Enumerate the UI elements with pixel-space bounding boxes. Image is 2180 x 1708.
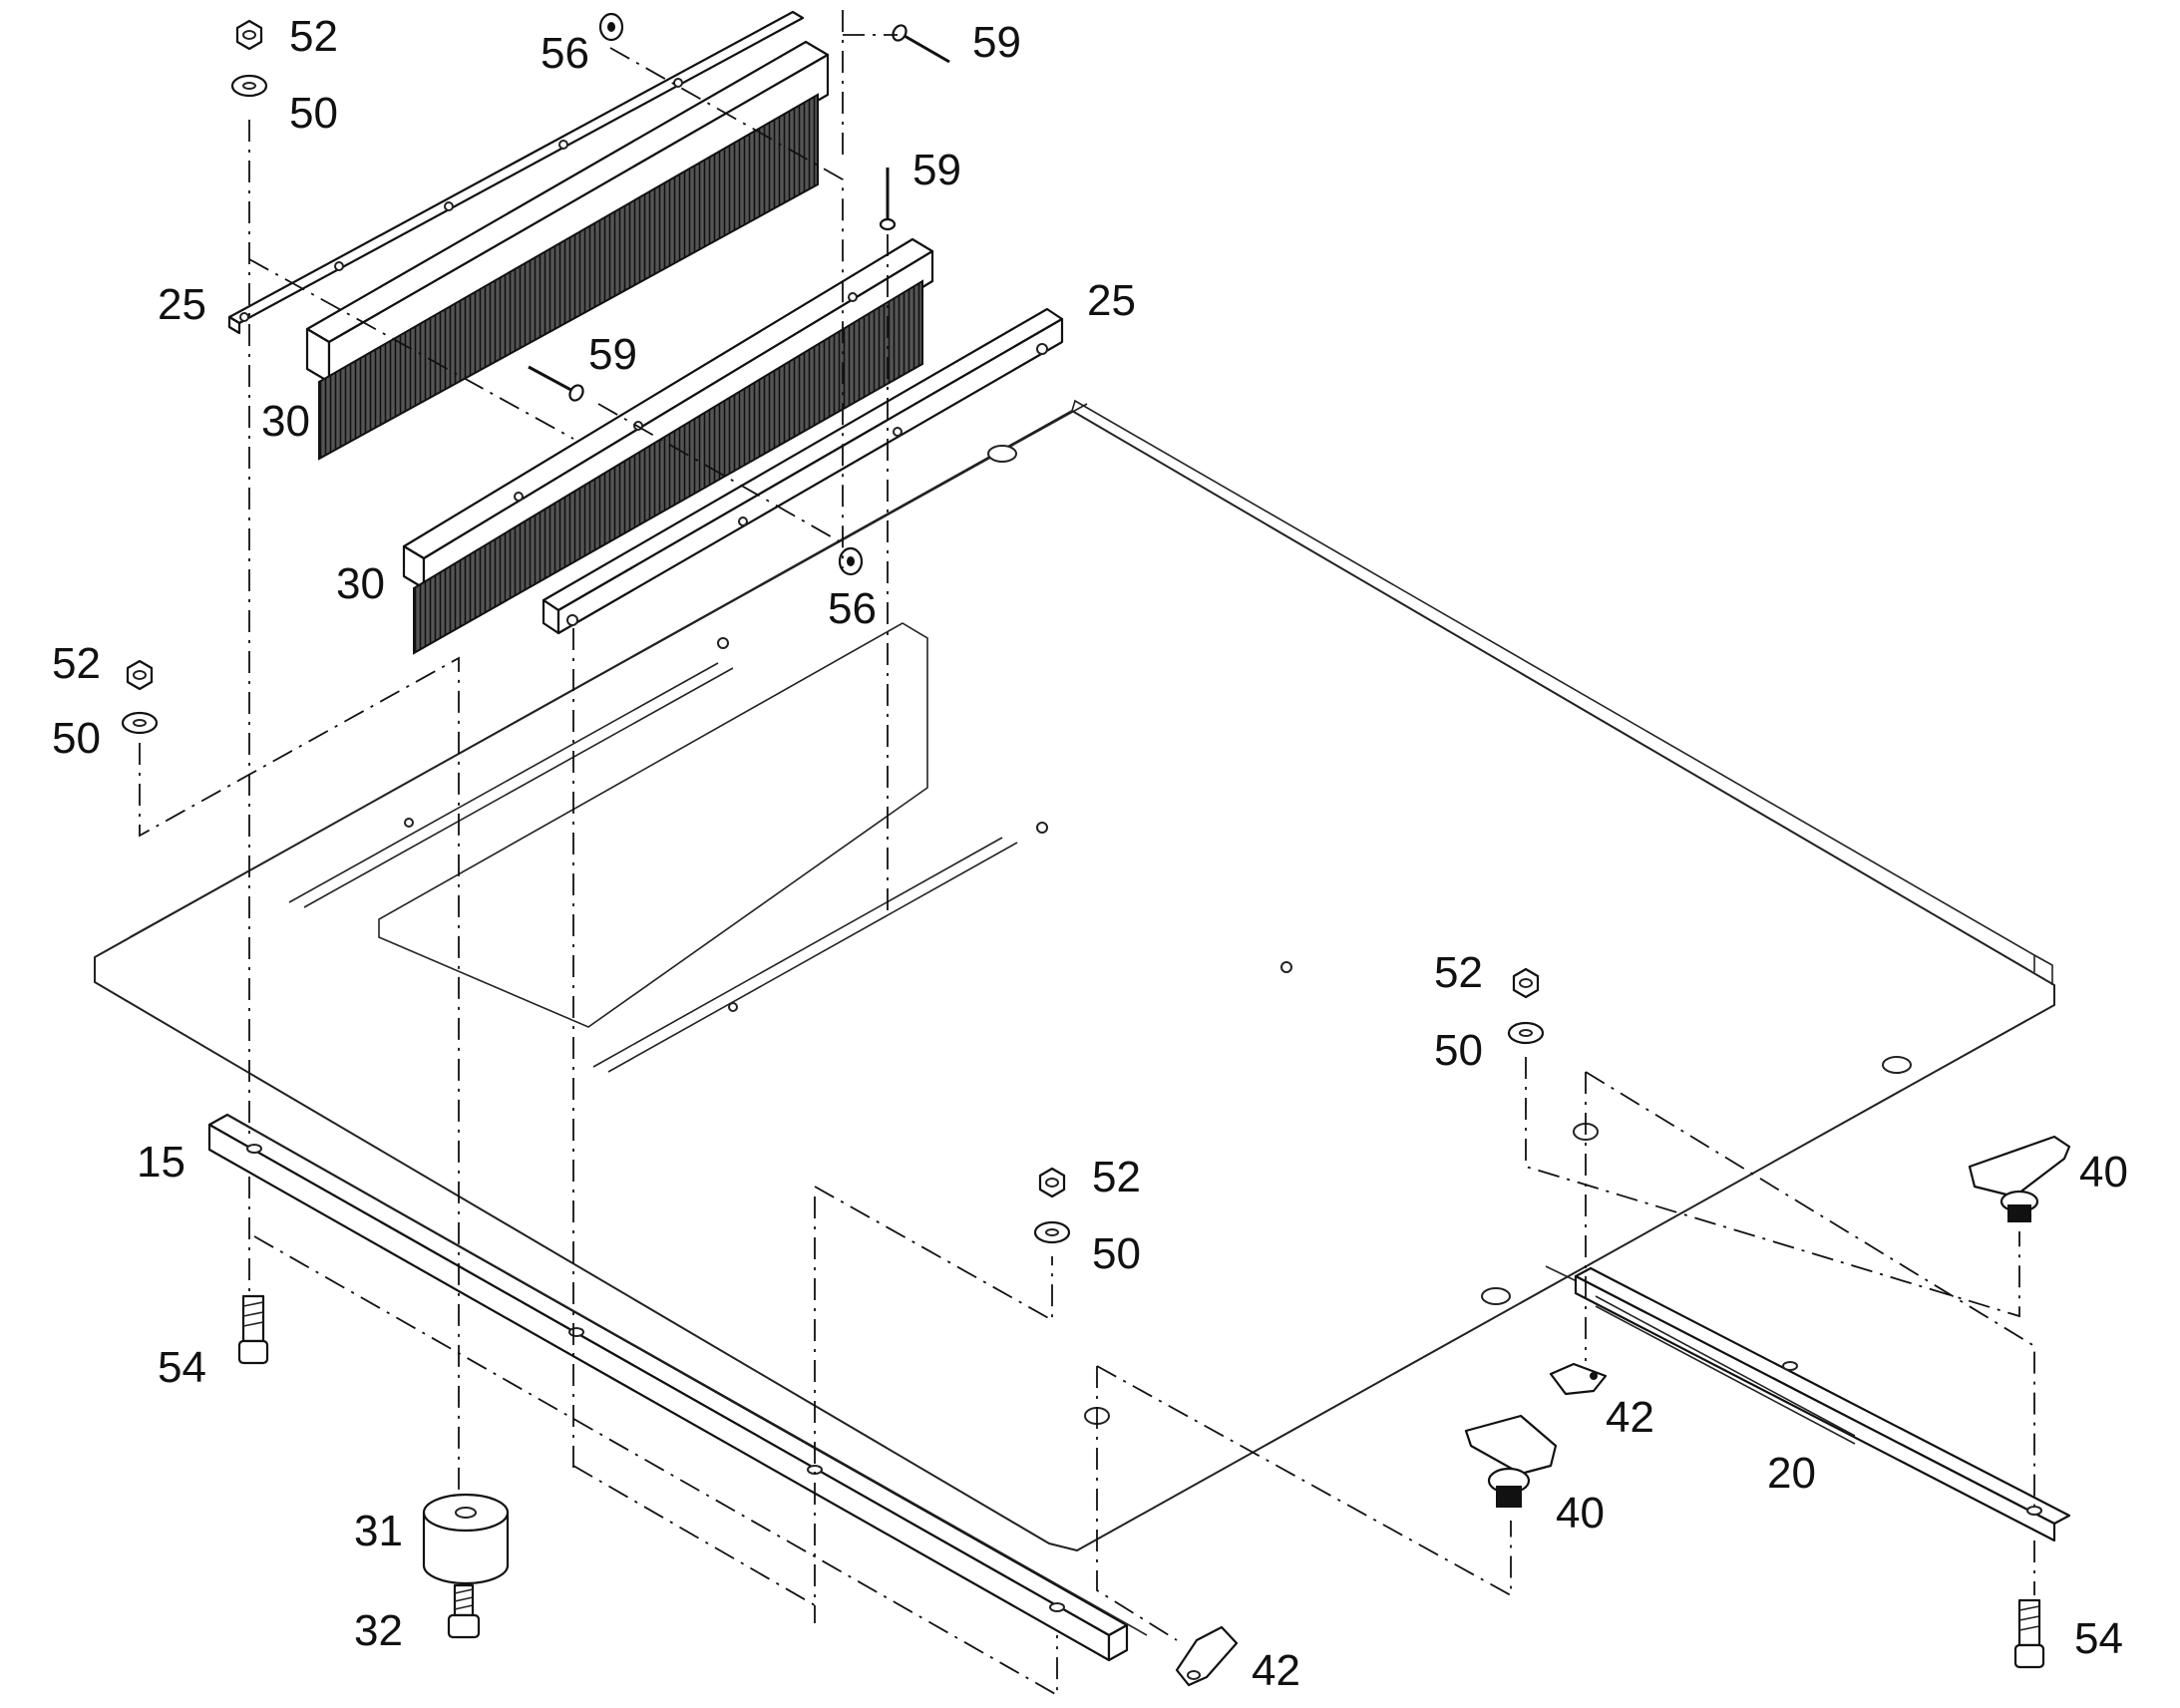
callout-25: 25 bbox=[1087, 276, 1136, 325]
screw bbox=[447, 1583, 481, 1639]
bolt-1 bbox=[237, 1294, 269, 1365]
callout-54: 54 bbox=[2074, 1614, 2123, 1663]
callout-32: 32 bbox=[354, 1606, 403, 1655]
pin-2 bbox=[879, 168, 897, 231]
washer-4 bbox=[1033, 1220, 1071, 1244]
callout-20: 20 bbox=[1767, 1449, 1816, 1498]
pin-3 bbox=[528, 365, 584, 402]
callout-54: 54 bbox=[158, 1343, 206, 1392]
front-rail bbox=[207, 1113, 1148, 1662]
small-washer-2 bbox=[838, 546, 864, 576]
lower-mounting-rail bbox=[542, 307, 1064, 635]
rubber-spacer bbox=[422, 1493, 510, 1585]
callout-56: 56 bbox=[541, 29, 589, 78]
callout-50: 50 bbox=[289, 89, 338, 138]
bolt-2 bbox=[2013, 1598, 2045, 1669]
callout-31: 31 bbox=[354, 1507, 403, 1555]
assembly-lines bbox=[139, 10, 2035, 1697]
callout-25: 25 bbox=[158, 280, 206, 329]
callout-42: 42 bbox=[1606, 1393, 1654, 1442]
callout-59: 59 bbox=[588, 330, 637, 379]
small-washer-1 bbox=[598, 12, 624, 42]
callout-40: 40 bbox=[1556, 1489, 1605, 1537]
lower-brush bbox=[402, 237, 934, 655]
side-rail bbox=[1574, 1266, 2071, 1542]
knob-1 bbox=[1968, 1135, 2071, 1222]
callout-52: 52 bbox=[52, 639, 101, 688]
pin-1 bbox=[892, 24, 950, 64]
callout-52: 52 bbox=[289, 12, 338, 61]
callout-15: 15 bbox=[137, 1138, 185, 1187]
callout-40: 40 bbox=[2079, 1148, 2128, 1196]
callout-42: 42 bbox=[1252, 1646, 1300, 1695]
callout-50: 50 bbox=[1092, 1229, 1141, 1278]
callout-30: 30 bbox=[261, 397, 310, 446]
callout-30: 30 bbox=[336, 559, 385, 608]
upper-mounting-rail bbox=[227, 10, 805, 335]
clip-1 bbox=[1549, 1362, 1608, 1396]
hex-nut-3 bbox=[1512, 967, 1540, 999]
washer-2 bbox=[121, 711, 159, 735]
callout-56: 56 bbox=[828, 584, 877, 633]
callout-50: 50 bbox=[52, 714, 101, 763]
callout-52: 52 bbox=[1092, 1153, 1141, 1201]
callout-52: 52 bbox=[1434, 948, 1483, 997]
callout-50: 50 bbox=[1434, 1026, 1483, 1075]
washer-1 bbox=[230, 74, 268, 98]
hex-nut-2 bbox=[126, 659, 154, 691]
hex-nut-1 bbox=[235, 19, 263, 51]
washer-3 bbox=[1507, 1021, 1545, 1045]
callouts: 52 50 56 59 59 25 25 30 59 30 56 52 50 5… bbox=[52, 12, 2128, 1695]
callout-59: 59 bbox=[972, 18, 1021, 67]
callout-59: 59 bbox=[912, 146, 961, 194]
knob-2 bbox=[1464, 1414, 1558, 1508]
hex-nut-4 bbox=[1038, 1167, 1066, 1198]
clip-2 bbox=[1175, 1625, 1239, 1687]
